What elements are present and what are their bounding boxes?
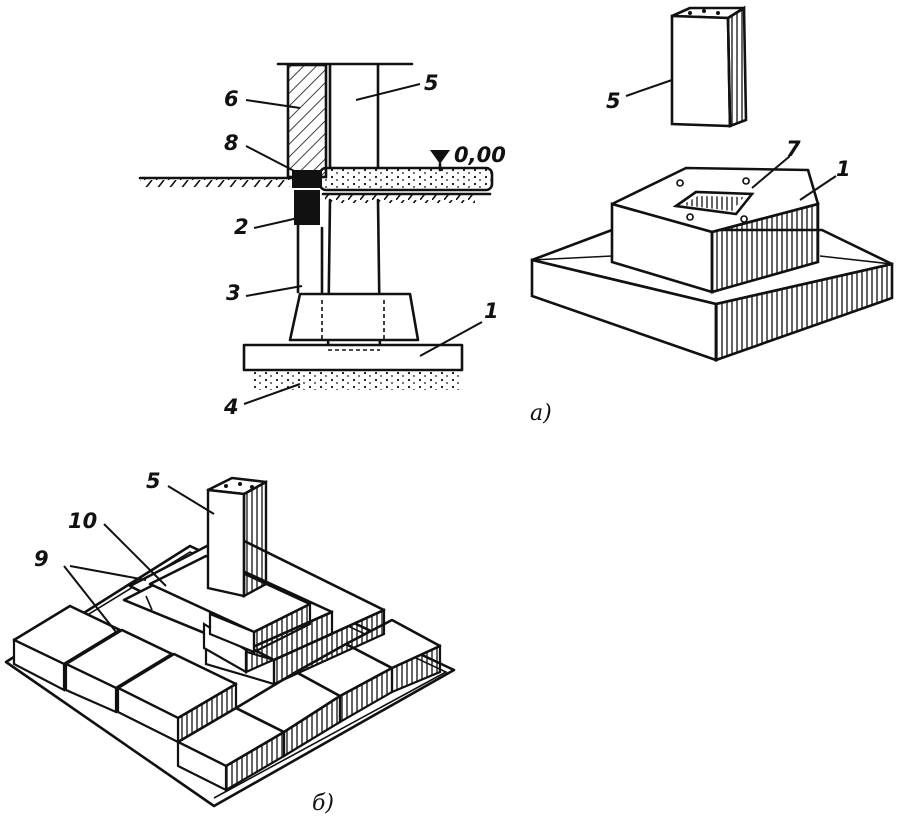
label-1-iso: 1 (836, 157, 851, 181)
label-10: 10 (68, 509, 97, 533)
column-b (206, 476, 268, 599)
caption-a: а) (530, 401, 552, 426)
level-triangle-icon (430, 150, 450, 164)
level-mark: 0,00 (454, 143, 506, 167)
label-2: 2 (234, 215, 249, 239)
label-9: 9 (34, 547, 49, 571)
label-5-b: 5 (146, 469, 161, 493)
wall (286, 63, 328, 179)
ground-line (138, 176, 492, 203)
label-7: 7 (786, 137, 801, 161)
grade-beam (294, 190, 320, 225)
isometric-view: 5 7 1 а) (530, 5, 894, 426)
block-foundation-view: 5 10 9 б) (4, 469, 456, 816)
floor-slab (318, 166, 494, 192)
label-8: 8 (224, 131, 239, 155)
label-4: 4 (223, 395, 239, 419)
label-6: 6 (224, 87, 239, 111)
sand-bedding (250, 372, 460, 390)
label-5-section: 5 (424, 71, 439, 95)
caption-b: б) (312, 791, 334, 816)
label-1-section: 1 (484, 299, 499, 323)
section-view: 6 5 8 2 3 1 4 0,00 (138, 62, 506, 419)
label-3: 3 (226, 281, 241, 305)
label-5-iso: 5 (606, 89, 621, 113)
